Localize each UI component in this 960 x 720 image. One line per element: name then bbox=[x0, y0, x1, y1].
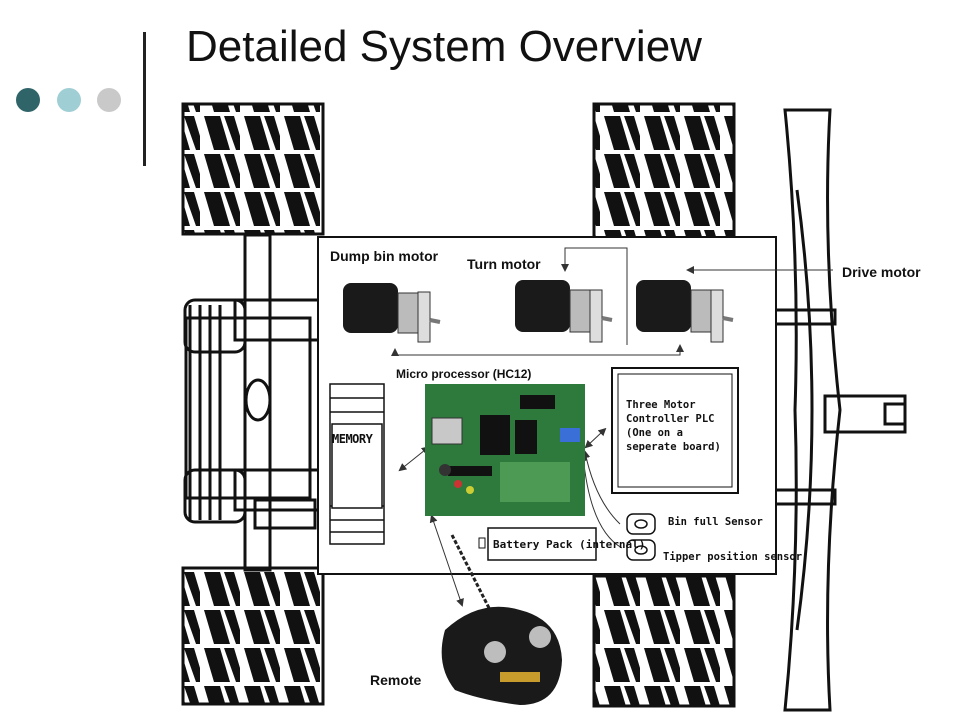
wheel-bottom-right bbox=[592, 574, 736, 708]
dump-bin-motor-label: Dump bin motor bbox=[330, 248, 439, 264]
right-bumper bbox=[773, 108, 907, 712]
tipper-position-sensor-label: Tipper position sensor bbox=[663, 551, 803, 563]
remote-control bbox=[441, 534, 562, 705]
battery-indicator bbox=[478, 537, 486, 549]
dump-bin-motor-shape bbox=[343, 283, 441, 343]
bin-full-sensor-label: Bin full Sensor bbox=[668, 516, 763, 528]
accent-dot-grey bbox=[97, 88, 121, 112]
motor-controller-line: Controller PLC bbox=[626, 413, 715, 425]
micro-processor-label: Micro processor (HC12) bbox=[396, 367, 532, 381]
title-divider bbox=[143, 32, 146, 166]
motor-controller-box bbox=[611, 367, 739, 494]
connector-lines bbox=[391, 247, 833, 607]
sensor-shapes bbox=[626, 513, 656, 561]
motor-controller-label: Three Motor Controller PLC (One on a sep… bbox=[626, 398, 721, 454]
turn-motor-shape bbox=[515, 280, 613, 343]
page-title: Detailed System Overview bbox=[186, 22, 702, 71]
accent-dot-dark bbox=[16, 88, 40, 112]
wheel-top-right bbox=[592, 102, 736, 240]
memory-label: MEMORY bbox=[332, 432, 373, 446]
microprocessor-board bbox=[425, 384, 585, 516]
turn-motor-label: Turn motor bbox=[467, 256, 541, 272]
motor-controller-line: seperate board) bbox=[626, 441, 721, 453]
wheel-bottom-left bbox=[181, 566, 325, 706]
chassis-outline bbox=[183, 233, 327, 572]
memory-module bbox=[329, 383, 385, 545]
motor-controller-line: Three Motor bbox=[626, 399, 696, 411]
drive-motor-label: Drive motor bbox=[842, 264, 921, 280]
drive-motor-shape bbox=[636, 280, 734, 343]
battery-pack-box bbox=[487, 527, 597, 561]
battery-pack-label: Battery Pack (internal) bbox=[493, 538, 646, 551]
wheel-top-left bbox=[181, 102, 325, 236]
accent-dot-teal bbox=[57, 88, 81, 112]
remote-label: Remote bbox=[370, 672, 422, 688]
motor-controller-line: (One on a bbox=[626, 427, 683, 439]
